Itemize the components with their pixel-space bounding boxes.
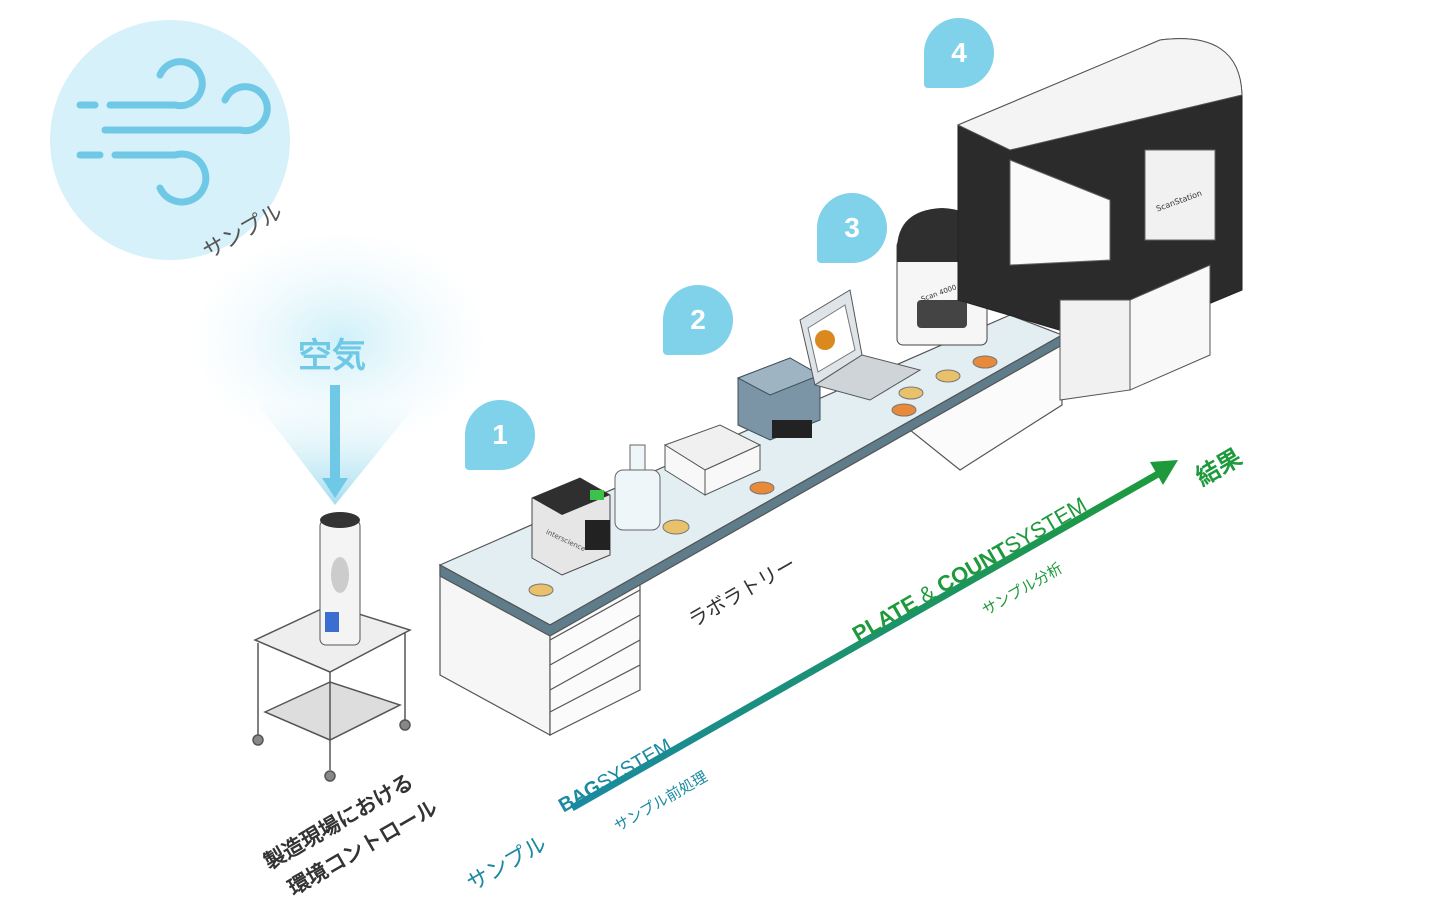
air-glow — [190, 230, 490, 450]
incubator-robot — [956, 38, 1243, 401]
step-badge-4: 4 — [924, 18, 994, 88]
petri-rack — [663, 424, 762, 496]
air-arrow-icon — [322, 385, 348, 498]
step-badge-1: 1 — [465, 400, 535, 470]
spiral-plater — [736, 357, 822, 441]
wind-icon — [76, 58, 271, 206]
step-badge-3: 3 — [817, 193, 887, 263]
air-label: 空気 — [298, 336, 366, 376]
step-badge-2: 2 — [663, 285, 733, 355]
laptop — [799, 289, 922, 401]
gravimetric-dilutor — [531, 477, 611, 576]
flow-arrow-line — [570, 466, 1167, 812]
petri-dishes — [528, 355, 998, 597]
sample-bubble — [50, 20, 290, 260]
flow-arrow-head-icon — [1150, 460, 1178, 485]
bottle — [614, 444, 661, 531]
air-sampler — [319, 512, 361, 646]
